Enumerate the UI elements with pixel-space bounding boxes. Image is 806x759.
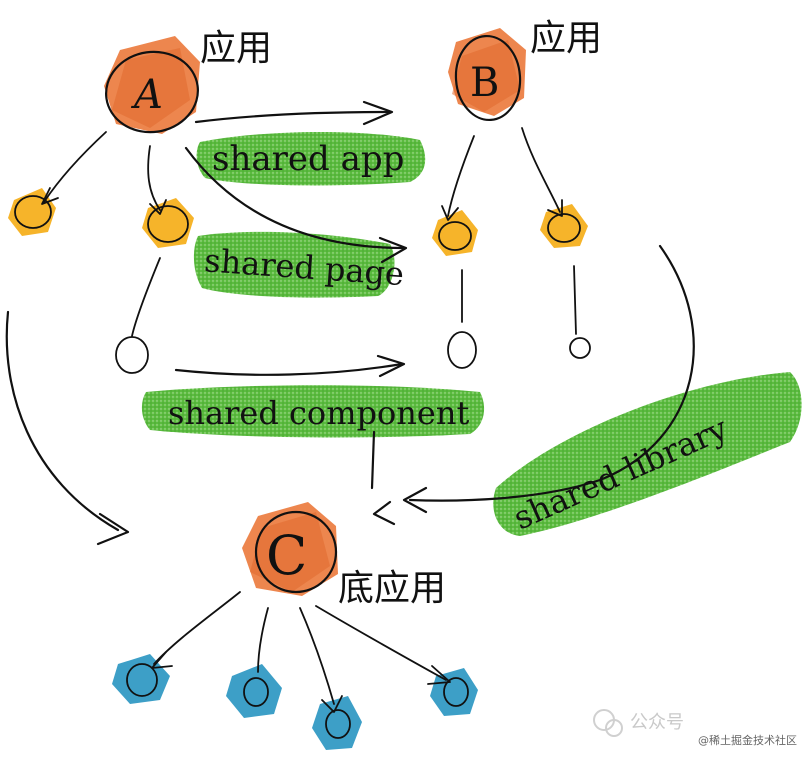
app-b-component-1 <box>447 331 477 369</box>
app-c-node: C 底应用 <box>242 502 446 609</box>
app-a-circle <box>105 50 199 134</box>
arrow-c-component-1 <box>153 591 241 665</box>
highlight-shared-page: shared page <box>193 231 405 298</box>
app-b-circle <box>454 34 522 122</box>
watermark-right: @稀土掘金技术社区 <box>698 733 797 747</box>
app-c-component-3 <box>312 696 362 750</box>
app-c-component-2 <box>226 664 282 718</box>
arrow-c-component-2 <box>257 607 269 673</box>
app-c-circle <box>254 510 338 594</box>
label-shared-app: shared app <box>212 139 404 179</box>
arrow-b-page-2 <box>521 127 561 213</box>
app-c-label: 底应用 <box>338 568 446 609</box>
watermark: 公众号 @稀土掘金技术社区 <box>593 709 797 747</box>
app-b-letter: B <box>470 60 499 106</box>
arrow-a-to-c <box>5 310 120 532</box>
arrow-shared-page <box>184 146 406 250</box>
app-a-letter: A <box>130 72 163 118</box>
app-a-node: A 应用 <box>104 28 272 134</box>
app-c-component-1 <box>112 654 170 704</box>
watermark-left: 公众号 <box>630 712 684 733</box>
arrow-page-2-component <box>131 257 161 337</box>
arrow-component-to-c <box>370 430 376 490</box>
arrow-b-page-2-component <box>573 265 577 335</box>
arrow-c-component-4 <box>315 605 447 681</box>
app-c-component-4 <box>430 668 478 716</box>
app-a-component <box>115 336 149 374</box>
arrow-shared-library <box>408 244 695 502</box>
arrow-b-page-1 <box>447 135 475 217</box>
label-shared-component: shared component <box>168 394 469 432</box>
app-a-label: 应用 <box>200 28 272 69</box>
highlight-shared-component: shared component <box>141 385 485 438</box>
app-b-component-2 <box>569 337 591 359</box>
arrow-c-component-3 <box>299 607 335 705</box>
arrow-a-page-1 <box>43 131 107 203</box>
app-b-node: B 应用 <box>448 18 602 122</box>
arrow-shared-app <box>194 110 390 124</box>
app-a-page-2 <box>142 198 194 248</box>
arrow-shared-component <box>174 362 404 376</box>
app-b-page-2 <box>540 204 588 248</box>
app-b-label: 应用 <box>530 18 602 59</box>
highlight-shared-app: shared app <box>196 131 426 186</box>
highlight-shared-library: shared library <box>493 372 802 537</box>
connectors <box>5 100 695 713</box>
arrow-a-page-2 <box>147 145 161 211</box>
app-b-page-1 <box>432 210 478 256</box>
app-c-letter: C <box>266 524 307 587</box>
